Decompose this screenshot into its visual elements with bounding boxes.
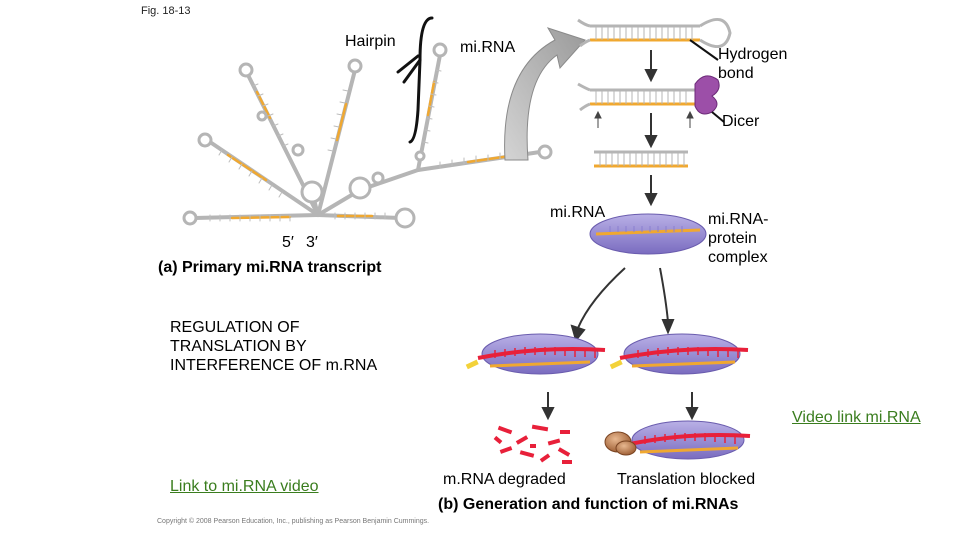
dicer-label: Dicer: [722, 113, 760, 130]
mrna-degraded-label: m.RNA degraded: [443, 471, 566, 488]
copyright-notice: Copyright © 2008 Pearson Education, Inc.…: [157, 518, 430, 525]
dicer-stage: [577, 75, 720, 128]
mirna-mid-label: mi.RNA: [550, 204, 606, 221]
mirna-top-label: mi.RNA: [460, 39, 516, 56]
process-arrows: [644, 50, 658, 207]
figure-label: Fig. 18-13: [141, 5, 191, 17]
dicer-enzyme: [694, 75, 720, 115]
hairpin-label: Hairpin: [345, 33, 396, 50]
diverge-arrows: [570, 267, 675, 343]
video-link-mirna[interactable]: Video link mi.RNA: [792, 409, 921, 426]
processing-arrow: [504, 27, 586, 161]
hydrogen-bond-label: Hydrogen bond: [718, 46, 788, 82]
translation-blocked-label: Translation blocked: [617, 471, 756, 488]
mirna-duplex: [594, 150, 688, 168]
five-prime-label: 5′: [282, 234, 294, 251]
caption-a: (a) Primary mi.RNA transcript: [158, 259, 382, 276]
mirna-hairpin-top: [577, 17, 732, 49]
translation-blocked: [604, 420, 751, 460]
link-to-mirna-video[interactable]: Link to mi.RNA video: [170, 478, 319, 495]
three-prime-label: 3′: [306, 234, 318, 251]
complex-mrna-left: [465, 333, 606, 375]
caption-b: (b) Generation and function of mi.RNAs: [438, 496, 739, 513]
complex-mrna-right: [609, 333, 749, 375]
complex-label: mi.RNA-protein complex: [708, 211, 769, 266]
hairpin-bracket: [396, 16, 434, 144]
regulation-heading: REGULATION OF TRANSLATION BY INTERFERENC…: [170, 319, 378, 374]
mirna-protein-complex: [589, 213, 707, 255]
primary-transcript: [182, 42, 553, 229]
degraded-fragments: [493, 424, 572, 464]
